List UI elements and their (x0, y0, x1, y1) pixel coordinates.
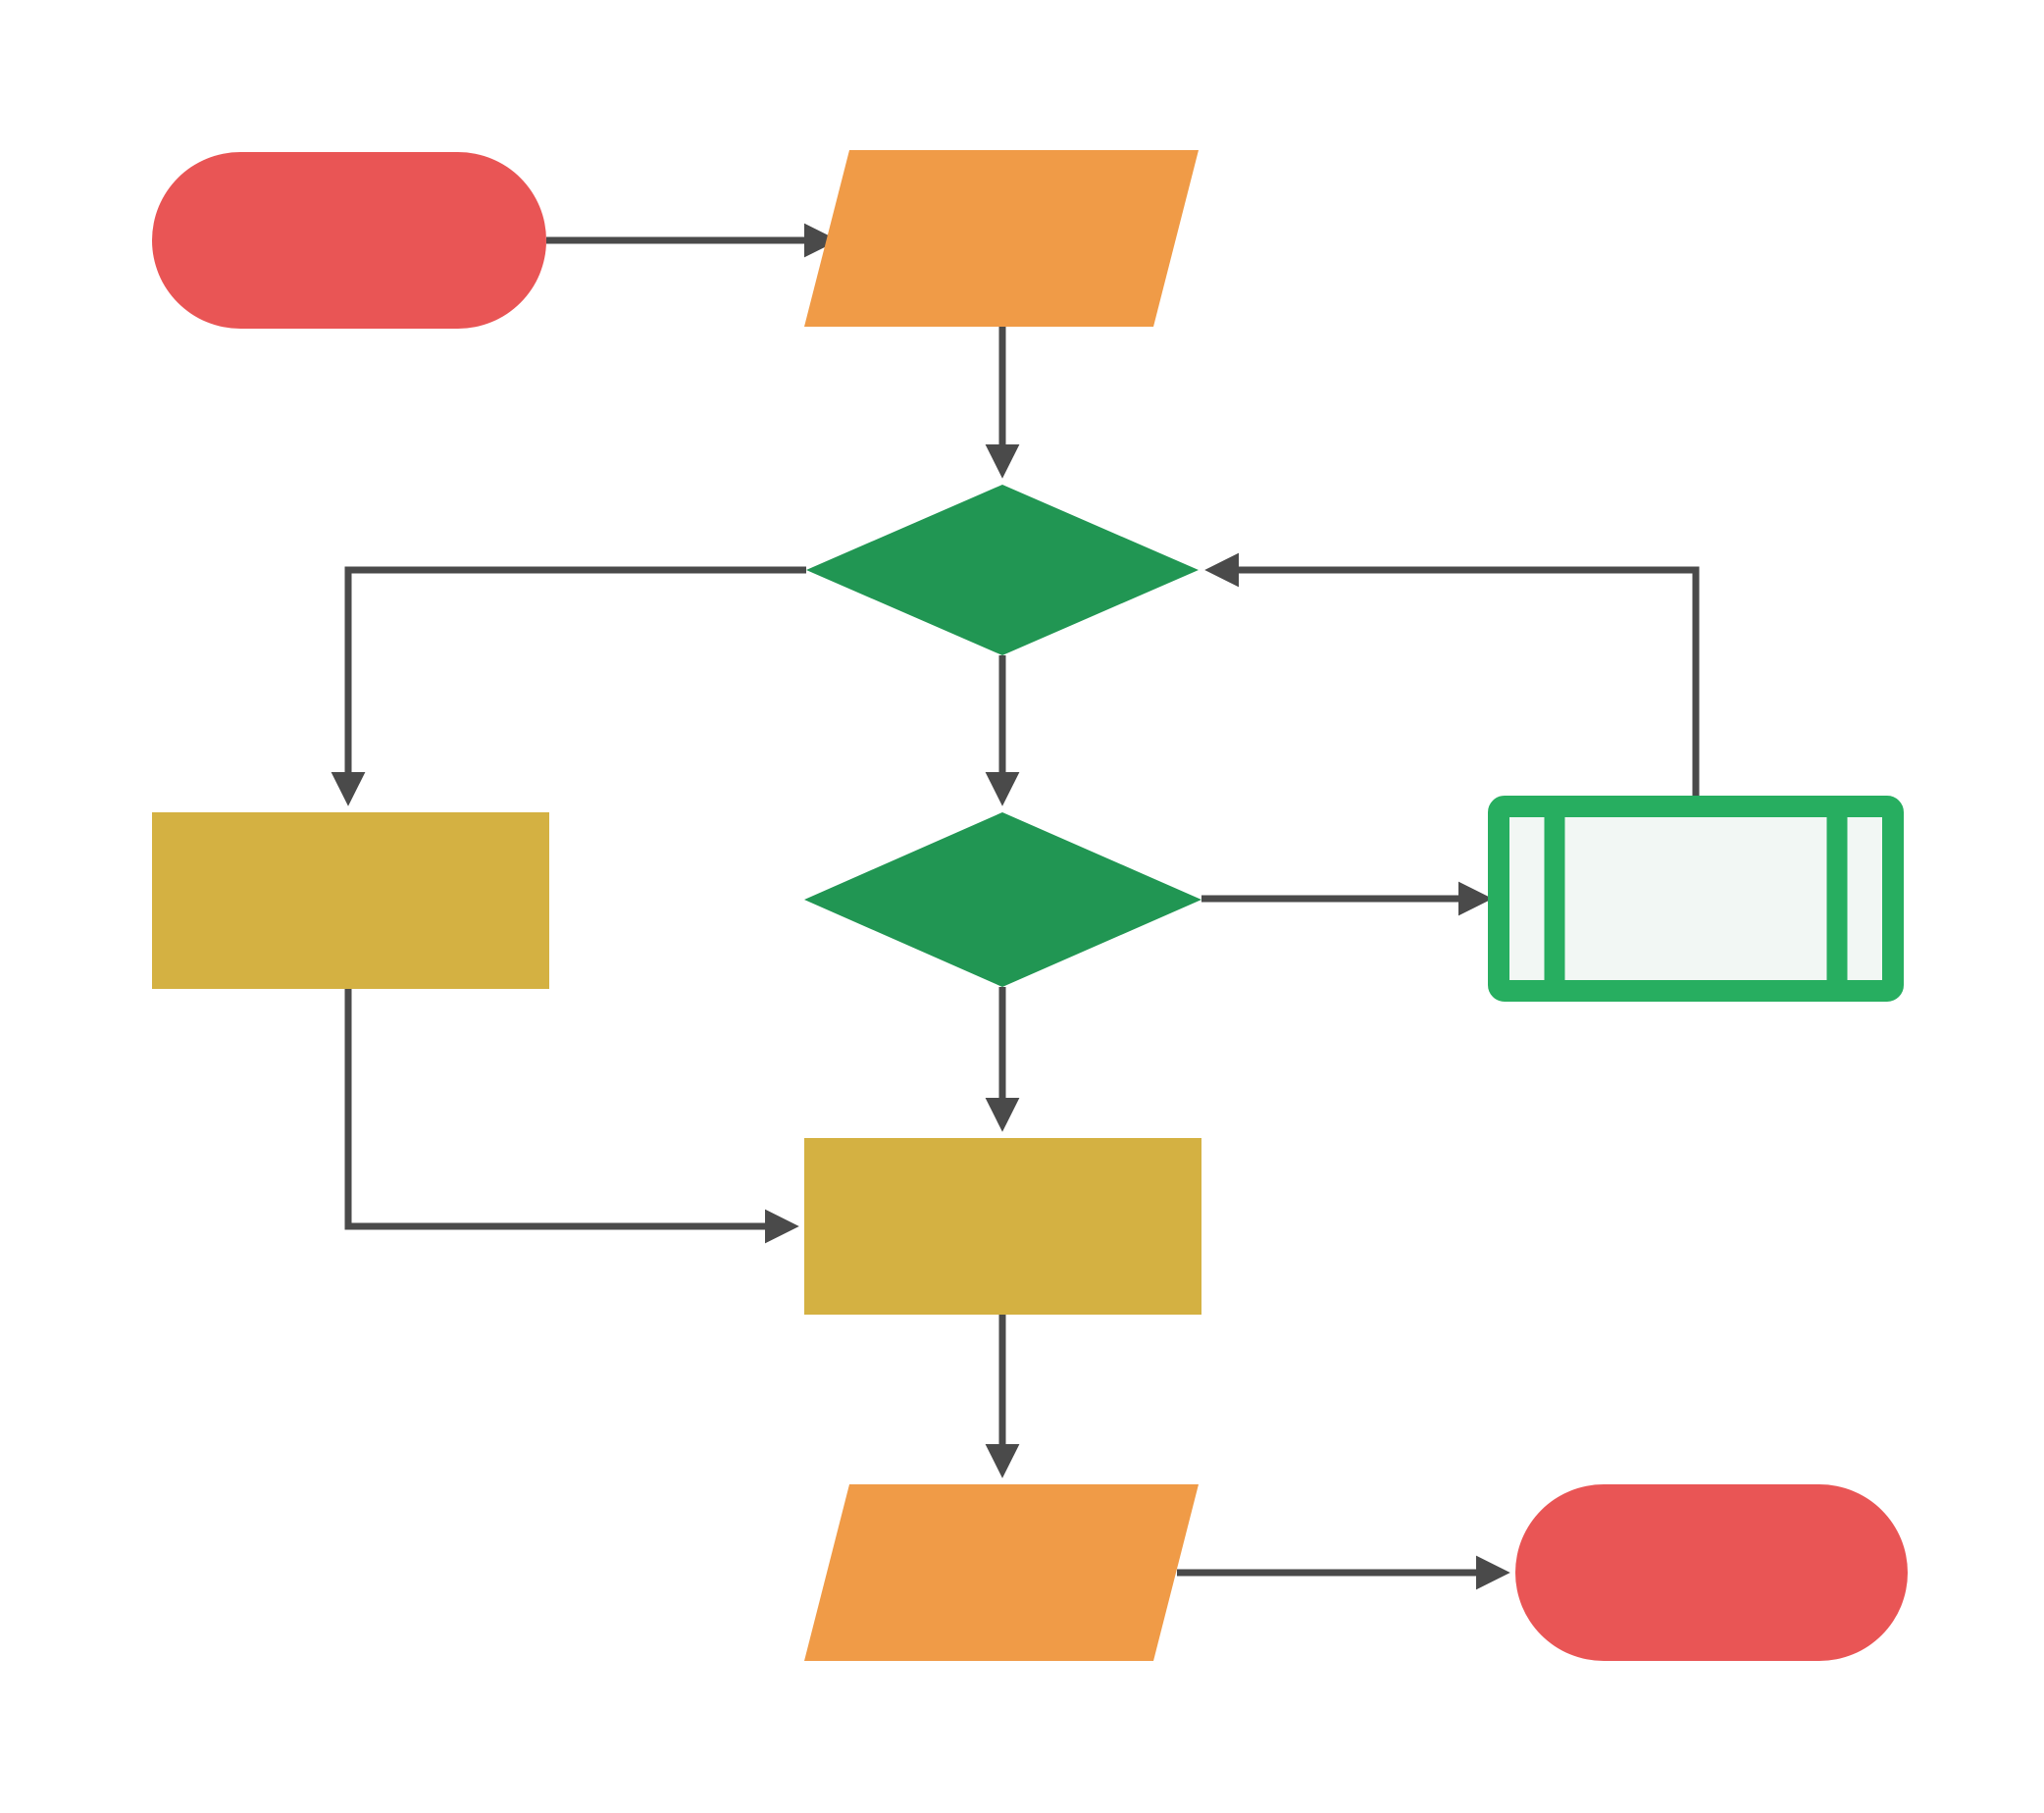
edge-decision-1-to-process-left (331, 566, 806, 806)
edge-process-left-to-process-center (344, 989, 799, 1244)
input-io[interactable] (804, 150, 1199, 327)
subroutine-outer-body (1488, 796, 1904, 1002)
process-center[interactable] (804, 1138, 1201, 1315)
process-left[interactable] (152, 812, 549, 989)
decision-secondary[interactable] (804, 812, 1201, 987)
edge-subroutine-to-decision-1 (1204, 552, 1700, 806)
decision-primary[interactable] (806, 485, 1199, 655)
edges-layer (331, 223, 1700, 1590)
subroutine-process[interactable] (1488, 796, 1904, 1002)
output-io[interactable] (804, 1484, 1199, 1661)
start-terminator[interactable] (152, 152, 546, 329)
end-terminator[interactable] (1515, 1484, 1908, 1661)
nodes-layer (152, 150, 1908, 1661)
